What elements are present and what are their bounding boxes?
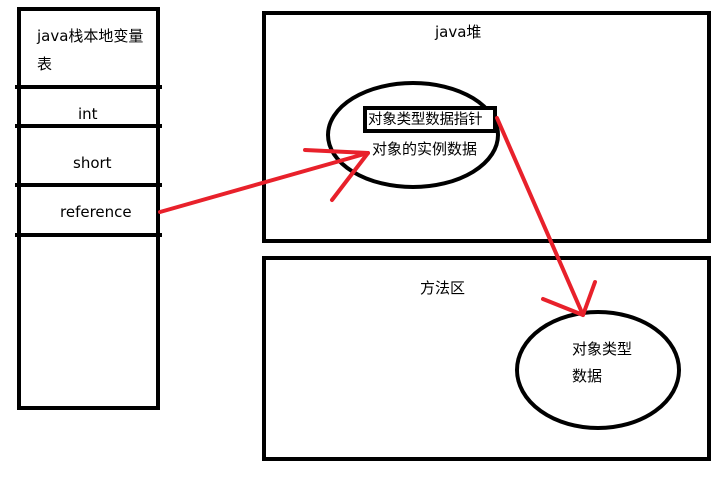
stack-divider-2: [15, 124, 162, 128]
stack-table: [17, 7, 160, 410]
stack-divider-3: [15, 183, 162, 187]
stack-slot-short: short: [73, 154, 112, 172]
stack-divider-4: [15, 233, 162, 237]
method-area-box: [262, 256, 711, 461]
type-pointer-label: 对象类型数据指针: [368, 112, 483, 128]
stack-slot-int: int: [78, 105, 98, 123]
heap-title: java堆: [435, 23, 482, 41]
type-data-label-line2: 数据: [572, 367, 603, 385]
stack-divider-1: [15, 85, 162, 89]
instance-data-label: 对象的实例数据: [372, 140, 478, 158]
method-area-title: 方法区: [420, 279, 466, 297]
stack-slot-reference: reference: [60, 203, 132, 221]
type-data-label-line1: 对象类型: [572, 340, 633, 358]
stack-title: java栈本地变量表: [37, 27, 144, 73]
heap-box: [262, 11, 711, 243]
